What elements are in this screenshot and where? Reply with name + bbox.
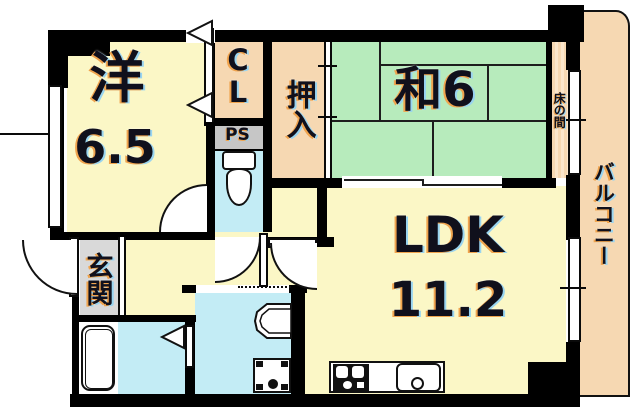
ldk-label: LDK — [391, 206, 505, 264]
ldk-size: 11.2 — [388, 272, 508, 328]
faucet-icon — [411, 377, 424, 390]
entrance-floor — [80, 237, 118, 315]
wall — [204, 118, 272, 126]
japanese-room-label: 和6 — [394, 62, 476, 118]
wall — [212, 149, 263, 151]
wall — [72, 315, 196, 322]
sliding-door-panel — [344, 179, 422, 181]
wall — [546, 42, 552, 178]
bathroom-door-track — [185, 325, 194, 368]
wall — [263, 42, 272, 232]
window — [568, 237, 581, 342]
wall — [289, 285, 307, 293]
tatami-line — [487, 64, 489, 122]
accordion-door — [238, 286, 291, 288]
wall — [291, 293, 305, 394]
entrance-label: 玄関 — [81, 252, 113, 306]
folding-door-icon — [159, 324, 185, 350]
window — [48, 85, 62, 228]
tatami-line — [432, 120, 434, 178]
wall — [206, 42, 215, 232]
bathtub-icon — [81, 325, 115, 391]
sliding-door-panel — [424, 184, 502, 186]
window-tick — [560, 287, 586, 289]
balcony-floor — [580, 10, 630, 397]
stove-icon — [333, 364, 369, 391]
wall — [566, 42, 580, 70]
window-tick — [0, 133, 50, 135]
wall — [528, 362, 580, 400]
western-room-size: 6.5 — [74, 120, 156, 174]
fusuma-tick — [318, 116, 337, 118]
washing-machine-pan-icon — [253, 358, 291, 393]
fusuma-track — [324, 42, 332, 178]
ldk-floor — [305, 186, 566, 394]
wall — [317, 188, 327, 247]
tatami-line — [379, 42, 381, 122]
folding-door-icon — [186, 91, 213, 119]
pipe-space-label: PS — [225, 125, 250, 145]
toilet-bowl-icon — [226, 168, 252, 206]
western-room-label: 洋 — [89, 46, 145, 110]
fusuma-tick — [318, 65, 337, 67]
closet-floor — [214, 42, 263, 120]
oshiire-label: 押入 — [280, 78, 316, 139]
tokonoma-label: 床の間 — [552, 92, 567, 128]
tokonoma-floor — [552, 42, 568, 178]
balcony-label: バルコニー — [591, 161, 616, 266]
entrance-step — [118, 237, 126, 315]
pipe-space-box — [212, 126, 263, 149]
bathtub-inner-line — [85, 329, 113, 389]
tatami-line — [332, 120, 546, 122]
wall — [72, 297, 79, 394]
wall — [50, 232, 215, 240]
wall — [263, 178, 327, 188]
closet-door-track — [204, 28, 214, 122]
window — [568, 70, 581, 175]
wall — [70, 394, 580, 407]
folding-door-icon — [186, 19, 213, 47]
wall-opening — [196, 285, 289, 293]
tatami-line — [379, 64, 548, 66]
wall — [548, 5, 584, 42]
entrance-door-swing — [22, 240, 77, 295]
oshiire-floor — [272, 42, 324, 178]
closet-label-top: C — [227, 43, 249, 77]
wall — [48, 30, 556, 42]
window-tick — [562, 119, 586, 121]
wall — [182, 285, 196, 293]
closet-label-bottom: L — [228, 75, 248, 109]
toilet-door-leaf — [259, 233, 268, 287]
sliding-door-joint — [422, 179, 424, 186]
washbasin-icon — [253, 303, 292, 339]
wall — [566, 175, 580, 240]
